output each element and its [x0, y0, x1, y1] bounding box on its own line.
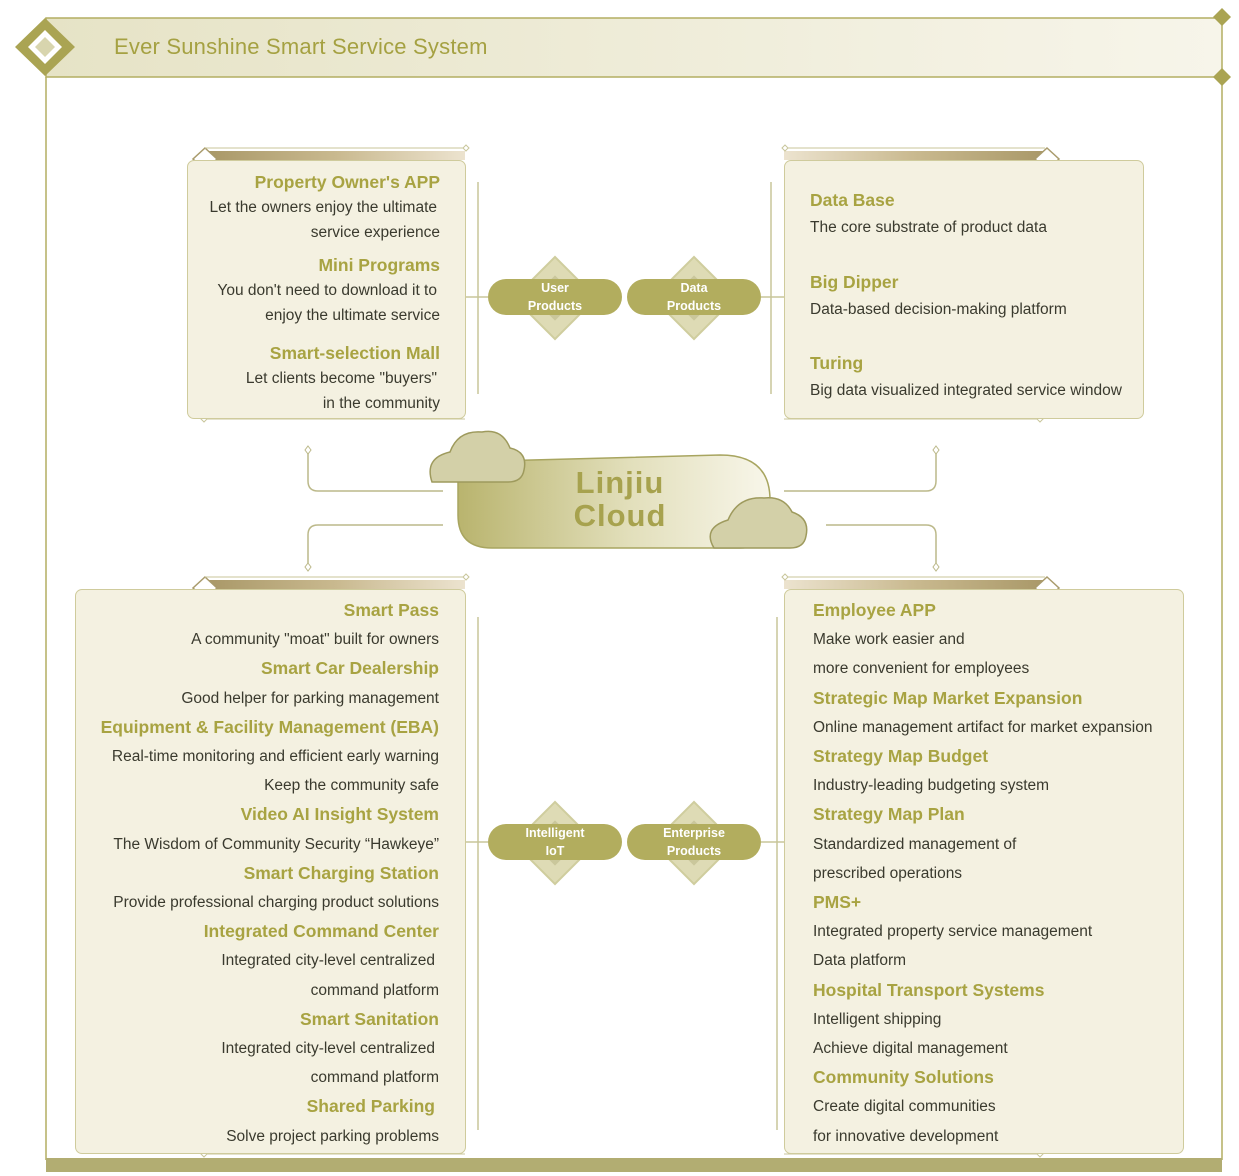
user-products-label-2: Products	[527, 299, 583, 313]
user-item-desc: Let clients become "buyers"	[245, 370, 437, 387]
enterprise-label-2: Products	[666, 844, 722, 858]
iot-item-desc: Provide professional charging product so…	[113, 894, 439, 911]
enterprise-item-title: Employee APP	[813, 600, 936, 620]
iot-item-title: Equipment & Facility Management (EBA)	[100, 717, 439, 737]
iot-item-desc: command platform	[310, 982, 439, 999]
iot-item-desc: Real-time monitoring and efficient early…	[111, 748, 439, 765]
data-item-title: Data Base	[810, 190, 895, 210]
enterprise-item-desc: Industry-leading budgeting system	[813, 777, 1050, 794]
enterprise-item-desc: Intelligent shipping	[813, 1011, 942, 1028]
enterprise-item-title: Strategy Map Plan	[813, 804, 965, 824]
enterprise-item-title: Strategic Map Market Expansion	[813, 688, 1083, 708]
center-cloud	[429, 430, 808, 549]
data-item-desc: Big data visualized integrated service w…	[810, 382, 1122, 399]
data-item-desc: The core substrate of product data	[810, 219, 1047, 236]
iot-item-title: Smart Sanitation	[299, 1009, 439, 1029]
user-products-label-1: User	[541, 281, 569, 295]
iot-item-title: Smart Pass	[343, 600, 439, 620]
user-item-desc: You don't need to download it to	[217, 282, 437, 299]
data-products-label-2: Products	[666, 299, 722, 313]
data-products-label-1: Data	[680, 281, 708, 295]
center-title: Linjiu Cloud	[520, 466, 720, 532]
iot-item-desc: The Wisdom of Community Security “Hawkey…	[113, 836, 439, 853]
center-title-line1: Linjiu	[575, 465, 665, 500]
enterprise-item-desc: Make work easier and	[813, 631, 965, 648]
enterprise-item-desc: Standardized management of	[813, 836, 1017, 853]
user-item-title: Property Owner's APP	[254, 172, 440, 192]
iot-item-desc: Good helper for parking management	[181, 690, 439, 707]
enterprise-item-desc: more convenient for employees	[813, 660, 1030, 677]
user-item-desc: in the community	[322, 395, 440, 412]
enterprise-item-desc: Achieve digital management	[813, 1040, 1008, 1057]
enterprise-item-desc: Online management artifact for market ex…	[813, 719, 1153, 736]
iot-item-desc: command platform	[310, 1069, 439, 1086]
iot-products-panel	[75, 589, 466, 1154]
enterprise-item-desc: Create digital communities	[813, 1098, 996, 1115]
data-products-panel	[784, 160, 1144, 419]
data-item-desc: Data-based decision-making platform	[810, 301, 1067, 318]
iot-item-desc: Integrated city-level centralized	[221, 952, 435, 969]
iot-item-title: Smart Charging Station	[243, 863, 439, 883]
user-item-desc: enjoy the ultimate service	[265, 307, 440, 324]
iot-item-desc: Keep the community safe	[264, 777, 439, 794]
enterprise-item-desc: Data platform	[813, 952, 907, 969]
page-title: Ever Sunshine Smart Service System	[114, 34, 488, 59]
user-item-desc: service experience	[310, 224, 440, 241]
enterprise-item-title: Community Solutions	[813, 1067, 994, 1087]
enterprise-label-1: Enterprise	[663, 826, 725, 840]
enterprise-item-desc: for innovative development	[813, 1128, 999, 1145]
enterprise-item-desc: Integrated property service management	[813, 923, 1093, 940]
enterprise-products-panel	[784, 589, 1184, 1154]
enterprise-item-desc: prescribed operations	[813, 865, 963, 882]
center-title-line2: Cloud	[573, 498, 667, 533]
data-item-title: Big Dipper	[810, 272, 899, 292]
data-item-title: Turing	[810, 353, 864, 373]
iot-item-title: Integrated Command Center	[203, 921, 439, 941]
iot-item-title: Smart Car Dealership	[261, 658, 439, 678]
iot-label-2: IoT	[545, 844, 565, 858]
enterprise-item-title: Strategy Map Budget	[813, 746, 989, 766]
iot-item-desc: Integrated city-level centralized	[221, 1040, 435, 1057]
iot-item-title: Shared Parking	[306, 1096, 435, 1116]
iot-item-desc: A community "moat" built for owners	[191, 631, 439, 648]
user-item-desc: Let the owners enjoy the ultimate	[209, 199, 437, 216]
enterprise-item-title: Hospital Transport Systems	[813, 980, 1045, 1000]
user-item-title: Mini Programs	[318, 255, 440, 275]
iot-item-desc: Solve project parking problems	[226, 1128, 439, 1145]
iot-label-1: Intelligent	[525, 826, 585, 840]
user-products-panel	[187, 160, 466, 419]
user-item-title: Smart-selection Mall	[269, 343, 440, 363]
iot-item-title: Video AI Insight System	[240, 804, 439, 824]
enterprise-item-title: PMS+	[813, 892, 862, 912]
